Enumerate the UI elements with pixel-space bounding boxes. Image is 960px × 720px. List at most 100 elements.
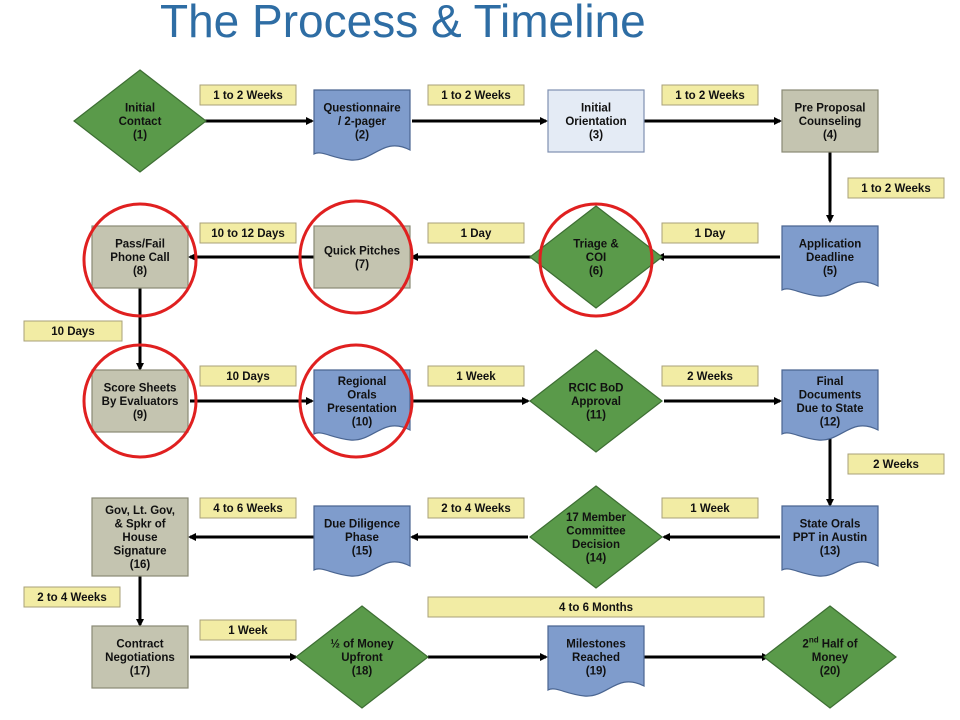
step-label-line: Contact — [119, 116, 162, 128]
step-label-line: Approval — [571, 396, 621, 408]
step-label-line: Pre Proposal — [795, 103, 866, 115]
duration-label-11-12: 2 Weeks — [661, 365, 759, 387]
duration-label-18-20: 4 to 6 Months — [427, 596, 765, 618]
duration-text: 1 Day — [461, 228, 492, 240]
duration-text: 1 Day — [695, 228, 726, 240]
step-label-line: (5) — [823, 266, 837, 278]
duration-text: 10 Days — [226, 371, 269, 383]
step-label-line: Orals — [347, 389, 376, 401]
duration-text: 1 to 2 Weeks — [675, 90, 744, 102]
duration-text: 10 Days — [51, 326, 94, 338]
step-label-line: By Evaluators — [102, 396, 179, 408]
step-label-line: (13) — [820, 546, 841, 558]
duration-text: 2 Weeks — [873, 459, 919, 471]
step-label-line: Signature — [113, 546, 166, 558]
duration-text: 2 Weeks — [687, 371, 733, 383]
step-label-line: (15) — [352, 546, 373, 558]
step-label-line: (2) — [355, 130, 369, 142]
duration-label-2-3: 1 to 2 Weeks — [427, 84, 525, 106]
step-label-line: (1) — [133, 130, 147, 142]
step-label-line: (8) — [133, 266, 147, 278]
duration-text: 1 Week — [690, 503, 730, 515]
step-label-line: 17 Member — [566, 512, 627, 524]
duration-label-12-13: 2 Weeks — [847, 453, 945, 475]
step-label-line: Final — [817, 376, 844, 388]
step-label-line: Reached — [572, 652, 620, 664]
step-label-line: Money — [812, 652, 849, 664]
duration-text: 1 Week — [228, 625, 268, 637]
highlight-circle-step-10 — [298, 343, 414, 459]
duration-text: 1 to 2 Weeks — [861, 183, 930, 195]
step-label-line: (11) — [586, 410, 606, 422]
page-title: The Process & Timeline — [160, 0, 646, 47]
duration-label-6-7: 1 Day — [427, 222, 525, 244]
step-label-line: (7) — [355, 259, 369, 271]
step-label-line: Initial — [125, 103, 155, 115]
step-label-line: & Spkr of — [114, 519, 165, 531]
duration-label-8-9: 10 Days — [23, 320, 123, 342]
step-7-gray-box: Quick Pitches (7) — [313, 225, 411, 289]
step-label-line: (4) — [823, 130, 837, 142]
step-label-line: Contract — [116, 639, 163, 651]
step-label-line: (19) — [586, 666, 607, 678]
duration-label-17-18: 1 Week — [199, 619, 297, 641]
duration-label-9-10: 10 Days — [199, 365, 297, 387]
highlight-circle-step-8 — [82, 202, 198, 318]
step-label-line: (20) — [820, 666, 841, 678]
step-label-line: Counseling — [799, 116, 862, 128]
duration-text: 4 to 6 Months — [559, 602, 633, 614]
step-label-line: PPT in Austin — [793, 532, 867, 544]
step-label-line: Negotiations — [105, 652, 175, 664]
step-label-line: Milestones — [566, 639, 625, 651]
step-label-line: RCIC BoD — [569, 383, 624, 395]
step-label-line: Questionnaire — [323, 103, 400, 115]
step-label-line: (14) — [586, 552, 607, 564]
step-label-line: (12) — [820, 416, 841, 428]
step-label-line: Deadline — [806, 252, 854, 264]
duration-text: 1 to 2 Weeks — [441, 90, 510, 102]
step-label-line: Quick Pitches — [324, 245, 400, 257]
step-label-line: Pass/Fail — [115, 239, 165, 251]
step-label-line: (9) — [133, 410, 147, 422]
step-label-line: Phone Call — [110, 252, 169, 264]
step-label-line: Due to State — [796, 403, 863, 415]
step-2-document: Questionnaire/ 2-pager(2) — [313, 89, 411, 161]
step-label-line: Phase — [345, 532, 379, 544]
step-label-line: (18) — [352, 666, 373, 678]
step-label-line: Initial — [581, 103, 611, 115]
step-label-line: (10) — [352, 416, 373, 428]
duration-text: 2 to 4 Weeks — [441, 503, 510, 515]
step-label-line: House — [122, 532, 157, 544]
step-label-line: Documents — [799, 389, 862, 401]
step-label-line: ½ of Money — [330, 639, 394, 651]
step-label-line: Orientation — [565, 116, 626, 128]
step-label-line: Presentation — [327, 403, 397, 415]
duration-text: 10 to 12 Days — [211, 228, 285, 240]
step-label-line: (16) — [130, 559, 151, 571]
step-label-line: Due Diligence — [324, 519, 400, 531]
duration-label-16-17: 2 to 4 Weeks — [23, 586, 121, 608]
step-label-line: Decision — [572, 539, 620, 551]
duration-text: 4 to 6 Weeks — [213, 503, 282, 515]
step-label-line: Committee — [566, 525, 625, 537]
duration-text: 1 to 2 Weeks — [213, 90, 282, 102]
highlight-circle-step-6 — [538, 202, 654, 318]
step-label-line: (6) — [589, 266, 603, 278]
duration-label-15-16: 4 to 6 Weeks — [199, 497, 297, 519]
step-label-line: COI — [586, 252, 606, 264]
duration-label-3-4: 1 to 2 Weeks — [661, 84, 759, 106]
